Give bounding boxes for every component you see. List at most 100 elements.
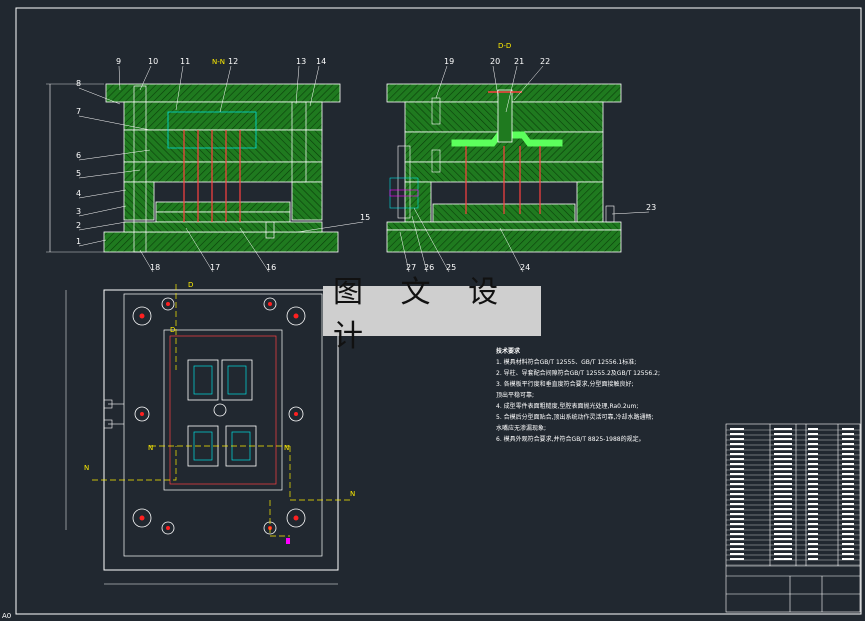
title-block-glyph [774, 513, 792, 515]
title-block-glyph [842, 528, 854, 530]
part-number-label: 14 [316, 57, 326, 66]
leader-line [411, 215, 428, 273]
plan-mark-n-4: N [350, 490, 355, 498]
title-block-glyph [842, 548, 854, 550]
plan-mark-d-top: D [188, 281, 193, 289]
title-block-glyph [842, 493, 854, 495]
left-section-view [46, 83, 341, 253]
notes-heading: 技术要求 [496, 348, 521, 355]
title-block-glyph [730, 548, 744, 550]
part-number-label: 12 [228, 57, 238, 66]
title-block-glyph [808, 458, 818, 460]
title-block-glyph [730, 488, 744, 490]
part-number-label: 25 [446, 263, 456, 272]
title-block-glyph [774, 433, 792, 435]
title-block-glyph [774, 553, 792, 555]
title-block-glyph [842, 443, 854, 445]
title-block-glyph [842, 533, 854, 535]
title-block-glyph [842, 478, 854, 480]
title-block-glyph [730, 518, 744, 520]
part-number-label: 22 [540, 57, 550, 66]
part-number-label: 10 [148, 57, 158, 66]
plan-mark-d-left: D [170, 326, 175, 334]
title-block-glyph [842, 483, 854, 485]
title-block-glyph [730, 463, 744, 465]
title-block-glyph [730, 473, 744, 475]
title-block-glyph [774, 493, 792, 495]
title-block-glyph [842, 463, 854, 465]
title-block-glyph [842, 438, 854, 440]
part-number-label: 3 [76, 207, 81, 216]
title-block-glyph [730, 433, 744, 435]
title-block-glyph [774, 503, 792, 505]
title-block-glyph [808, 548, 818, 550]
title-block-glyph [808, 553, 818, 555]
title-block-glyph [730, 448, 744, 450]
title-block-glyph [730, 558, 744, 560]
title-block-glyph [808, 523, 818, 525]
leader-line [499, 227, 524, 273]
section-label-nn: N-N [212, 58, 225, 66]
title-block-glyph [730, 438, 744, 440]
title-block-glyph [842, 453, 854, 455]
title-block-glyph [774, 473, 792, 475]
title-block-glyph [808, 463, 818, 465]
title-block-glyph [842, 558, 854, 560]
title-block-glyph [808, 438, 818, 440]
title-block-glyph [730, 508, 744, 510]
title-block-glyph [808, 473, 818, 475]
leader-line [78, 115, 151, 131]
title-block-glyph [730, 553, 744, 555]
part-number-label: 7 [76, 107, 81, 116]
title-block-glyph [808, 448, 818, 450]
title-overlay: 图 文 设 计 [323, 275, 541, 354]
leader-line [219, 65, 232, 113]
title-block-glyph [774, 508, 792, 510]
title-block-glyph [774, 478, 792, 480]
title-block-glyph [774, 488, 792, 490]
title-block-glyph [774, 543, 792, 545]
leader-line [78, 189, 127, 199]
part-number-label: 11 [180, 57, 190, 66]
title-block-glyph [808, 528, 818, 530]
title-block-glyph [730, 513, 744, 515]
title-block-glyph [730, 468, 744, 470]
title-block-glyph [842, 498, 854, 500]
title-block-glyph [808, 503, 818, 505]
leader-line [492, 65, 499, 97]
part-number-label: 24 [520, 263, 530, 272]
title-block-glyph [842, 513, 854, 515]
leader-line [78, 221, 127, 231]
note-item: 顶出平稳可靠; [496, 392, 535, 399]
part-number-label: 16 [266, 263, 276, 272]
title-block-glyph [774, 453, 792, 455]
title-block-glyph [808, 518, 818, 520]
part-number-label: 5 [76, 169, 81, 178]
title-block-glyph [842, 488, 854, 490]
leader-line [185, 227, 214, 273]
title-block-glyph [808, 538, 818, 540]
title-block-glyph [730, 543, 744, 545]
title-block-glyph [842, 553, 854, 555]
title-block-glyph [842, 458, 854, 460]
corner-mark: A0 [2, 612, 11, 620]
title-block-glyph [808, 488, 818, 490]
title-block-glyph [774, 443, 792, 445]
title-block-glyph [730, 478, 744, 480]
note-item: 5. 合模后分型面贴合,顶出系统动作灵活可靠,冷却水路通畅; [496, 414, 654, 421]
title-block-glyph [774, 533, 792, 535]
title-block-glyph [808, 433, 818, 435]
title-block-glyph [730, 533, 744, 535]
note-item: 2. 导柱、导套配合间隙符合GB/T 12555.2及GB/T 12556.2; [496, 370, 660, 377]
title-block-glyph [730, 443, 744, 445]
part-number-label: 4 [76, 189, 81, 198]
part-number-label: 9 [116, 57, 121, 66]
title-block-glyph [842, 503, 854, 505]
title-block-glyph [808, 428, 818, 430]
title-block-glyph [774, 428, 792, 430]
part-number-label: 20 [490, 57, 500, 66]
note-item: 3. 各模板平行度和垂直度符合要求,分型面接触良好; [496, 381, 634, 388]
leader-line [78, 239, 107, 247]
leader-line [78, 87, 121, 105]
title-block-glyph [730, 458, 744, 460]
